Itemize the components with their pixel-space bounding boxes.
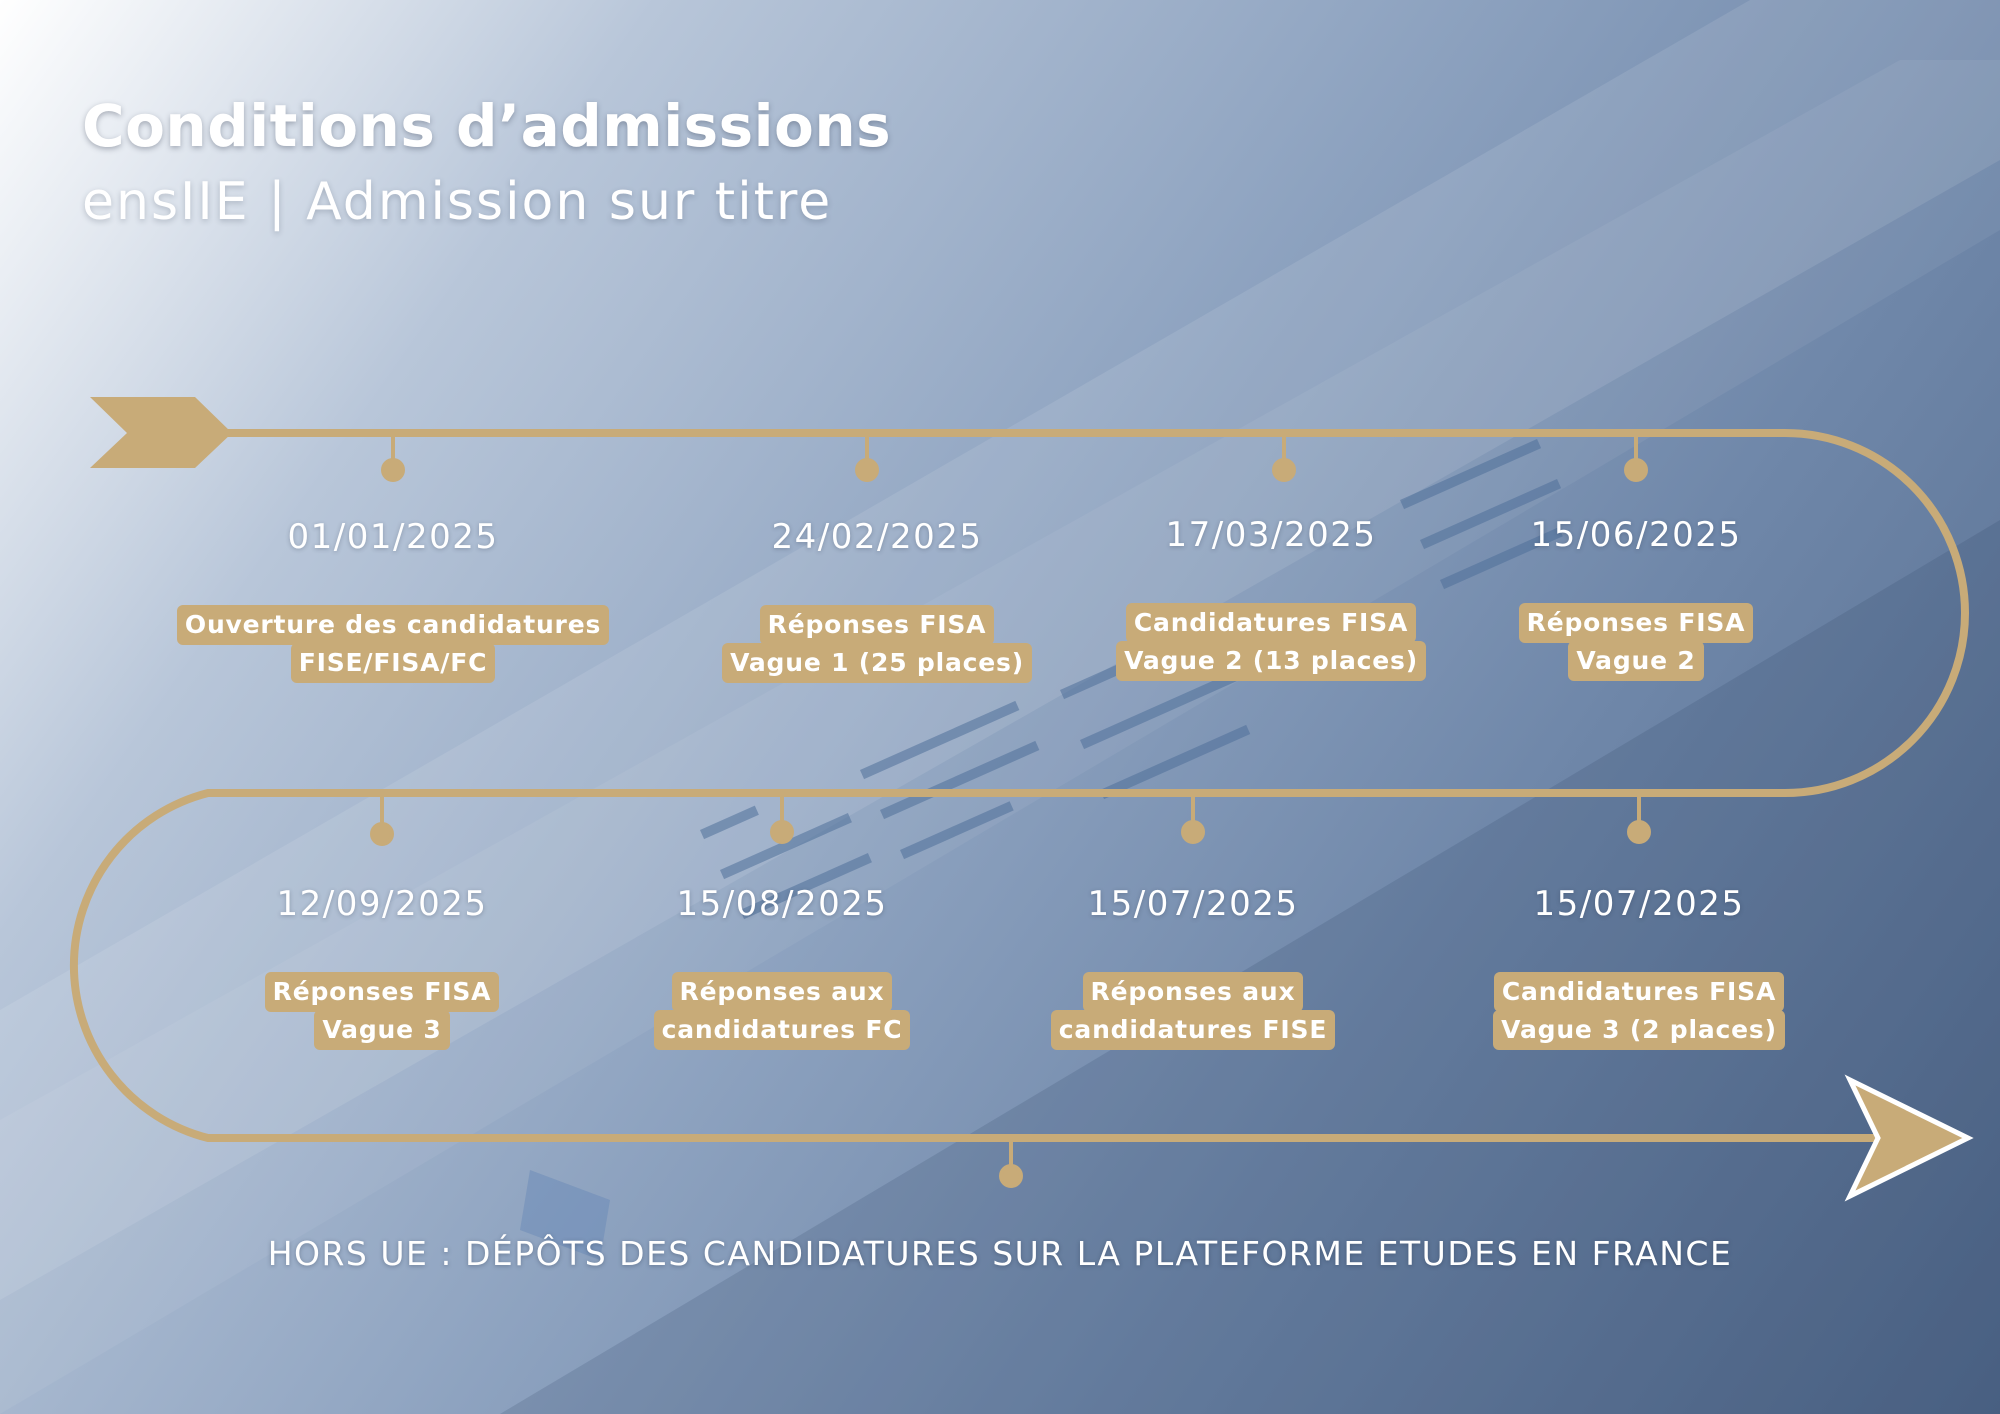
milestone-date: 17/03/2025 [1165, 515, 1377, 555]
milestone-label: Réponses aux candidatures FC [653, 972, 911, 1050]
milestone-label-line2: Vague 2 [1568, 641, 1704, 681]
milestone-date: 15/08/2025 [676, 884, 888, 924]
timeline-dot [999, 1164, 1023, 1188]
milestone-label-line1: Candidatures FISA [1493, 972, 1785, 1012]
milestone-date: 24/02/2025 [771, 517, 983, 557]
milestone-label-line1: Réponses FISA [759, 605, 995, 645]
timeline-dot [855, 458, 879, 482]
milestone-3: 17/03/2025 Candidatures FISA Vague 2 (13… [1061, 515, 1481, 681]
milestone-label: Ouverture des candidatures FISE/FISA/FC [176, 605, 610, 683]
timeline-dot [1181, 820, 1205, 844]
timeline-dot [381, 458, 405, 482]
milestone-label-line1: Candidatures FISA [1125, 603, 1417, 643]
start-arrow-icon [90, 397, 232, 468]
milestone-2: 24/02/2025 Réponses FISA Vague 1 (25 pla… [667, 517, 1087, 683]
footer-note: HORS UE : DÉPÔTS DES CANDIDATURES SUR LA… [267, 1234, 1733, 1273]
page-title: Conditions d’admissions [82, 92, 892, 160]
milestone-4: 15/06/2025 Réponses FISA Vague 2 [1426, 515, 1846, 681]
milestone-label: Réponses aux candidatures FISE [1050, 972, 1336, 1050]
milestone-date: 15/07/2025 [1087, 884, 1299, 924]
milestone-label-line1: Réponses FISA [264, 972, 500, 1012]
milestone-label-line2: Vague 1 (25 places) [722, 643, 1032, 683]
milestone-7: 15/07/2025 Réponses aux candidatures FIS… [983, 884, 1403, 1050]
milestone-label: Réponses FISA Vague 1 (25 places) [722, 605, 1032, 683]
milestone-label: Candidatures FISA Vague 2 (13 places) [1116, 603, 1426, 681]
timeline-dot [1272, 458, 1296, 482]
milestone-label-line2: Vague 2 (13 places) [1116, 641, 1426, 681]
milestone-date: 12/09/2025 [276, 884, 488, 924]
milestone-label-line1: Ouverture des candidatures [176, 605, 610, 645]
milestone-6: 15/08/2025 Réponses aux candidatures FC [572, 884, 992, 1050]
timeline-dot [770, 820, 794, 844]
milestone-label-line1: Réponses FISA [1518, 603, 1754, 643]
milestone-label: Réponses FISA Vague 3 [264, 972, 500, 1050]
milestone-label: Réponses FISA Vague 2 [1518, 603, 1754, 681]
timeline-dot [1624, 458, 1648, 482]
page-subtitle: ensIIE | Admission sur titre [82, 172, 833, 232]
milestone-label: Candidatures FISA Vague 3 (2 places) [1493, 972, 1785, 1050]
milestone-label-line2: Vague 3 (2 places) [1493, 1010, 1785, 1050]
milestone-1: 01/01/2025 Ouverture des candidatures FI… [176, 517, 610, 683]
milestone-label-line2: candidatures FISE [1050, 1010, 1336, 1050]
timeline-dot [1627, 820, 1651, 844]
timeline-middle-line [69, 789, 1884, 1142]
milestone-date: 01/01/2025 [287, 517, 499, 557]
timeline-dot [370, 822, 394, 846]
milestone-label-line2: FISE/FISA/FC [290, 643, 496, 683]
milestone-label-line2: candidatures FC [653, 1010, 911, 1050]
milestone-8: 15/07/2025 Candidatures FISA Vague 3 (2 … [1429, 884, 1849, 1050]
milestone-5: 12/09/2025 Réponses FISA Vague 3 [172, 884, 592, 1050]
timeline-upper-line [221, 429, 1969, 797]
milestone-date: 15/06/2025 [1530, 515, 1742, 555]
facade-lettering [699, 438, 1563, 920]
milestone-label-line1: Réponses aux [1082, 972, 1304, 1012]
milestone-label-line1: Réponses aux [671, 972, 893, 1012]
milestone-date: 15/07/2025 [1533, 884, 1745, 924]
milestone-label-line2: Vague 3 [314, 1010, 450, 1050]
end-arrow-icon [1844, 1074, 1974, 1202]
